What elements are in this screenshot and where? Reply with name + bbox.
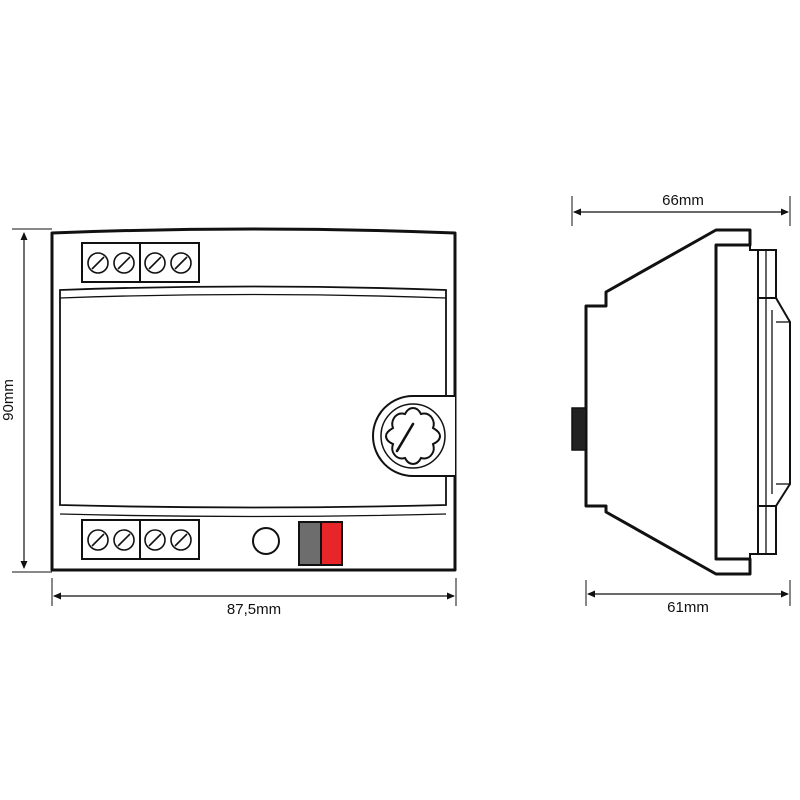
rail-clip-notch-top — [758, 249, 777, 299]
bottom-terminal-block — [81, 519, 200, 560]
top-terminal-block — [81, 242, 200, 283]
screw-slot-icon — [113, 252, 135, 274]
side-knob-nub — [571, 407, 587, 451]
rotary-knob-icon — [372, 395, 455, 477]
side-housing — [584, 228, 752, 576]
screw-slot-icon — [144, 252, 166, 274]
front-cover-inner-bottom — [59, 513, 447, 518]
width-label: 87,5mm — [227, 601, 281, 618]
side-top-depth-label: 66mm — [662, 192, 704, 209]
front-cover-inner-top — [59, 293, 447, 299]
led-gray-indicator — [298, 521, 322, 566]
front-view — [50, 227, 457, 572]
side-bottom-dimension: 61mm — [585, 580, 791, 616]
screw-slot-icon — [87, 529, 109, 551]
height-label: 90mm — [0, 379, 17, 421]
side-view — [571, 228, 791, 576]
width-dimension: 87,5mm — [51, 578, 457, 618]
side-top-dimension: 66mm — [571, 192, 791, 226]
circle-button-icon — [252, 527, 280, 555]
screw-slot-icon — [87, 252, 109, 274]
side-bottom-depth-label: 61mm — [667, 599, 709, 616]
screw-slot-icon — [170, 529, 192, 551]
front-housing — [50, 227, 457, 572]
rail-clip-face — [775, 297, 791, 507]
led-red-indicator — [320, 521, 343, 566]
screw-slot-icon — [144, 529, 166, 551]
height-dimension: 90mm — [0, 228, 52, 573]
screw-slot-icon — [170, 252, 192, 274]
rail-clip-outline — [716, 244, 759, 560]
front-cover-panel — [59, 285, 447, 509]
screw-slot-icon — [113, 529, 135, 551]
rail-clip-notch-bottom — [758, 505, 777, 555]
